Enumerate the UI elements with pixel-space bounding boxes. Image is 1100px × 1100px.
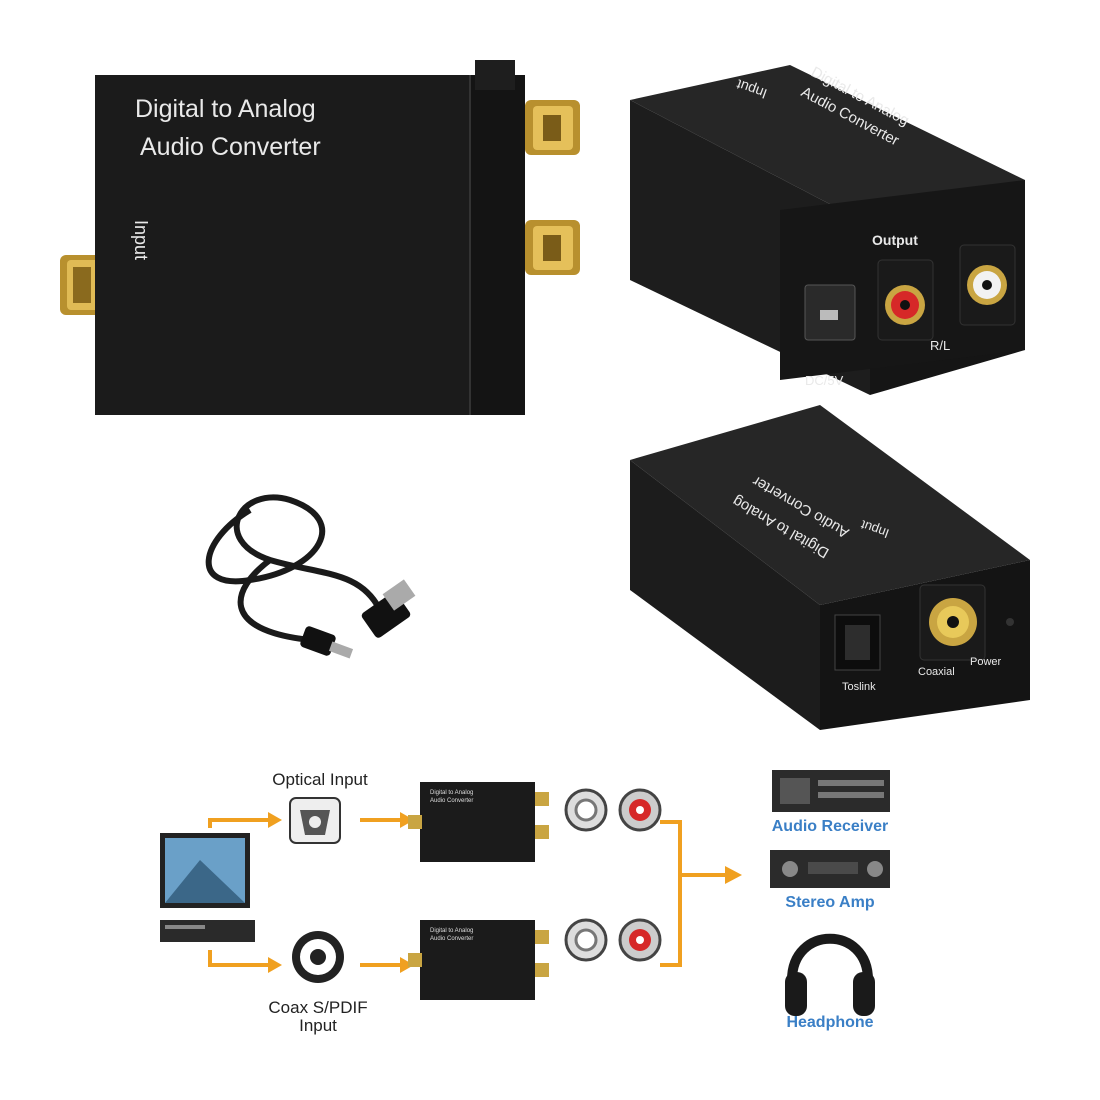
coaxial-port-icon bbox=[919, 584, 986, 661]
tv-dvd-source-icon bbox=[160, 833, 255, 942]
stereo-amp-icon bbox=[770, 850, 890, 888]
rca-output-connector-bottom-icon bbox=[525, 220, 580, 275]
mini-converter-top-icon: Digital to Analog Audio Converter bbox=[408, 782, 549, 862]
stereo-amp-label: Stereo Amp bbox=[785, 894, 875, 911]
input-coaxial-label: Coaxial bbox=[918, 666, 955, 678]
mini-bottom-title1: Digital to Analog bbox=[430, 928, 473, 934]
input-toslink-label: Toslink bbox=[842, 681, 876, 693]
coaxial-input-connector-icon bbox=[60, 255, 105, 315]
rear-dc-label: DC/5V bbox=[805, 373, 844, 388]
input-converter-photo: Toslink Coaxial Power Input Digital to A… bbox=[620, 400, 1040, 740]
usb-cable-icon bbox=[205, 494, 416, 659]
rca-red-output-icon bbox=[877, 259, 934, 341]
audio-receiver-label: Audio Receiver bbox=[771, 818, 889, 835]
rca-pair-top-icon bbox=[564, 788, 662, 832]
usb-dc-cable-photo bbox=[190, 480, 420, 680]
coax-label-line1: Coax S/PDIF bbox=[268, 998, 368, 1017]
coax-label-line2: Input bbox=[299, 1016, 337, 1035]
mini-top-title1: Digital to Analog bbox=[430, 790, 473, 796]
power-led-icon bbox=[1006, 618, 1014, 626]
audio-receiver-icon bbox=[772, 770, 890, 812]
mini-bottom-title2: Audio Converter bbox=[430, 936, 473, 942]
connection-diagram: Digital to Analog Audio Converter Digita… bbox=[0, 750, 1100, 1100]
rca-white-output-icon bbox=[959, 244, 1016, 326]
coax-spdif-port-icon bbox=[292, 931, 344, 983]
dc-power-jack-icon bbox=[804, 284, 856, 341]
front-side-label: Input bbox=[131, 220, 151, 260]
rear-output-label: Output bbox=[872, 232, 918, 248]
front-title-line2: Audio Converter bbox=[140, 133, 321, 161]
headphone-icon bbox=[785, 933, 875, 1016]
rca-pair-bottom-icon bbox=[564, 918, 662, 962]
mini-converter-bottom-icon: Digital to Analog Audio Converter bbox=[408, 920, 549, 1000]
headphone-label: Headphone bbox=[786, 1014, 874, 1031]
optical-input-port-icon bbox=[289, 797, 341, 844]
front-converter-photo: Digital to Analog Audio Converter Input bbox=[55, 60, 595, 430]
toslink-optical-port-icon bbox=[834, 614, 881, 671]
rca-output-connector-top-icon bbox=[525, 100, 580, 155]
rear-converter-photo: Output DC/5V R/L Input Digital to Analog… bbox=[620, 60, 1040, 400]
rear-rl-label: R/L bbox=[930, 338, 950, 353]
optical-input-label: Optical Input bbox=[272, 770, 368, 789]
input-power-label: Power bbox=[970, 656, 1002, 668]
front-title-line1: Digital to Analog bbox=[135, 95, 316, 123]
mini-top-title2: Audio Converter bbox=[430, 798, 473, 804]
